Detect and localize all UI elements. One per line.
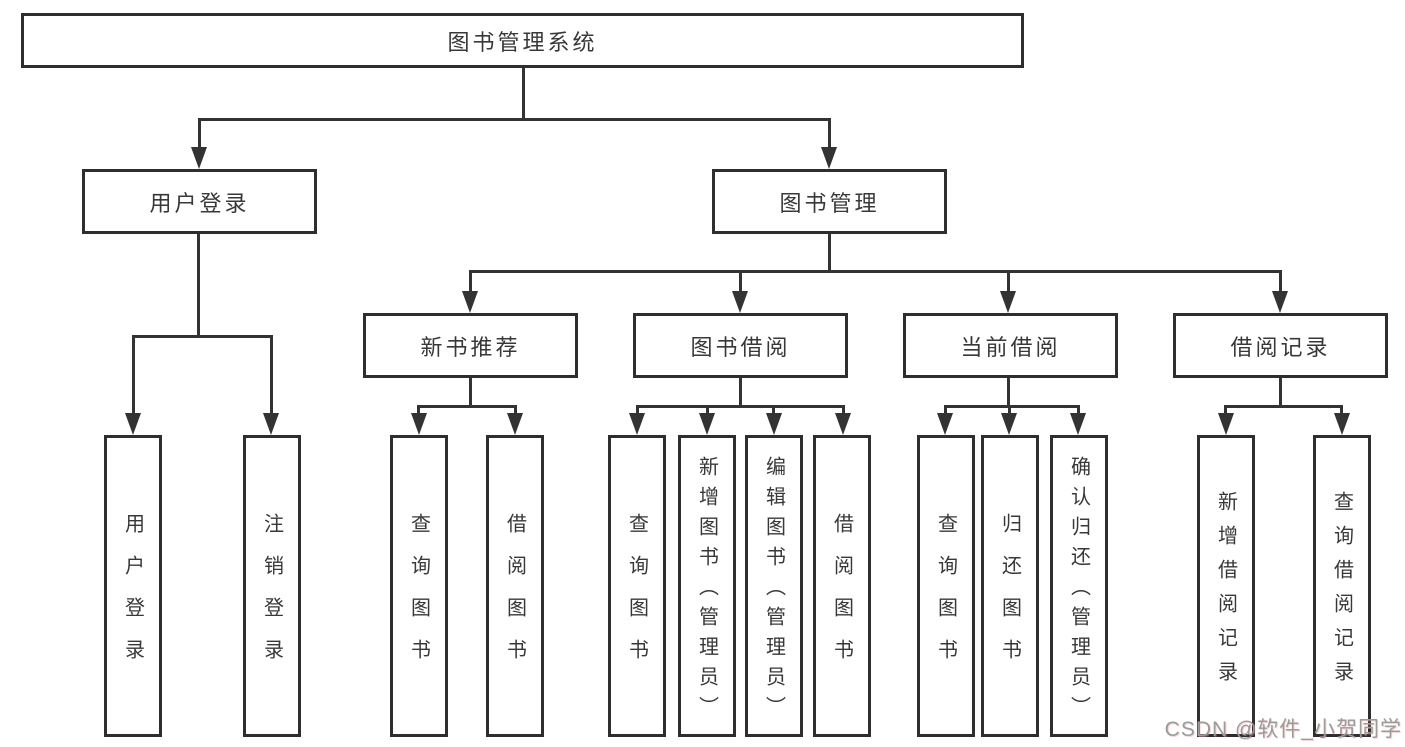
node-book-borrow: 图书借阅 — [633, 313, 848, 378]
connector-stem-br-add — [1224, 405, 1227, 415]
connector-stem-cb-query — [944, 405, 947, 415]
arrowhead-bb-query — [629, 413, 645, 435]
arrowhead-book-mgmt — [821, 147, 837, 169]
arrowhead-leaf-login — [125, 413, 141, 435]
arrowhead-book-borrow — [732, 291, 748, 313]
connector-stem-leaf-login — [132, 335, 135, 415]
connector-stem-bb-add — [706, 405, 709, 415]
connector-stem-current-borrow — [1007, 270, 1010, 293]
watermark: CSDN @软件_小贺同学 — [1164, 718, 1402, 741]
connector-borrow-records-rail — [1224, 405, 1343, 408]
node-new-book-recommend: 新书推荐 — [363, 313, 578, 378]
leaf-cb-query-books: 查询图书 — [917, 435, 975, 737]
connector-book-borrow-drop — [739, 378, 742, 407]
connector-stem-bb-borrow — [842, 405, 845, 415]
leaf-br-add-record: 新增借阅记录 — [1197, 435, 1255, 737]
leaf-br-query-record-label: 查询借阅记录 — [1330, 491, 1353, 695]
connector-new-books-drop — [469, 378, 472, 407]
leaf-bb-query-books: 查询图书 — [608, 435, 666, 737]
connector-current-borrow-drop — [1007, 378, 1010, 407]
connector-book-mgmt-drop — [828, 234, 831, 272]
arrowhead-leaf-logout — [263, 413, 279, 435]
connector-root-drop — [522, 68, 525, 120]
leaf-br-add-record-label: 新增借阅记录 — [1214, 491, 1237, 695]
connector-stem-nb-query — [417, 405, 420, 415]
arrowhead-cb-query — [937, 413, 953, 435]
arrowhead-user-login — [191, 147, 207, 169]
connector-user-login-drop — [197, 234, 200, 338]
node-current-borrow: 当前借阅 — [903, 313, 1118, 378]
connector-stem-leaf-logout — [270, 335, 273, 415]
leaf-nb-borrow-books-label: 借阅图书 — [503, 513, 526, 681]
leaf-bb-borrow-books-label: 借阅图书 — [830, 513, 853, 681]
connector-stem-cb-confirm — [1077, 405, 1080, 415]
node-book-borrow-label: 图书借阅 — [690, 334, 791, 360]
leaf-bb-query-books-label: 查询图书 — [625, 513, 648, 681]
node-borrow-records: 借阅记录 — [1173, 313, 1388, 378]
node-root: 图书管理系统 — [21, 13, 1024, 68]
leaf-bb-edit-books-admin-label: 编辑图书（管理员） — [762, 456, 785, 726]
arrowhead-bb-edit — [766, 413, 782, 435]
connector-stem-bb-edit — [772, 405, 775, 415]
node-current-borrow-label: 当前借阅 — [960, 334, 1061, 360]
connector-current-borrow-rail — [944, 405, 1079, 408]
leaf-logout-label: 注销登录 — [260, 513, 283, 681]
leaf-bb-borrow-books: 借阅图书 — [813, 435, 871, 737]
leaf-bb-add-books-admin: 新增图书（管理员） — [678, 435, 736, 737]
leaf-cb-query-books-label: 查询图书 — [934, 513, 957, 681]
node-user-login: 用户登录 — [82, 169, 317, 234]
connector-stem-nb-borrow — [514, 405, 517, 415]
leaf-cb-return-books: 归还图书 — [981, 435, 1039, 737]
arrowhead-br-query — [1334, 413, 1350, 435]
arrowhead-nb-borrow — [507, 413, 523, 435]
arrowhead-cb-confirm — [1070, 413, 1086, 435]
connector-stem-user-login — [198, 118, 201, 149]
connector-book-mgmt-rail — [469, 270, 1281, 273]
arrowhead-current-borrow — [1000, 291, 1016, 313]
connector-new-books-rail — [417, 405, 517, 408]
node-root-label: 图书管理系统 — [447, 29, 598, 55]
leaf-bb-edit-books-admin: 编辑图书（管理员） — [745, 435, 803, 737]
connector-stem-cb-return — [1008, 405, 1011, 415]
leaf-nb-query-books: 查询图书 — [390, 435, 448, 737]
leaf-user-login-label: 用户登录 — [121, 513, 144, 681]
connector-stem-book-mgmt — [828, 118, 831, 149]
arrowhead-borrow-records — [1272, 291, 1288, 313]
node-borrow-records-label: 借阅记录 — [1230, 334, 1331, 360]
leaf-nb-query-books-label: 查询图书 — [407, 513, 430, 681]
node-book-management: 图书管理 — [712, 169, 947, 234]
arrowhead-bb-add — [699, 413, 715, 435]
connector-borrow-records-drop — [1279, 378, 1282, 407]
node-user-login-label: 用户登录 — [149, 190, 250, 216]
node-book-management-label: 图书管理 — [779, 190, 880, 216]
connector-stem-new-books — [469, 270, 472, 293]
arrowhead-bb-borrow — [835, 413, 851, 435]
connector-stem-bb-query — [636, 405, 639, 415]
connector-stem-borrow-records — [1279, 270, 1282, 293]
leaf-cb-confirm-return-admin-label: 确认归还（管理员） — [1067, 456, 1090, 726]
leaf-cb-return-books-label: 归还图书 — [998, 513, 1021, 681]
leaf-user-login: 用户登录 — [104, 435, 162, 737]
leaf-cb-confirm-return-admin: 确认归还（管理员） — [1050, 435, 1108, 737]
leaf-br-query-record: 查询借阅记录 — [1313, 435, 1371, 737]
leaf-logout: 注销登录 — [243, 435, 301, 737]
connector-root-rail — [198, 118, 831, 121]
connector-user-login-rail — [132, 335, 273, 338]
connector-stem-br-query — [1340, 405, 1343, 415]
connector-book-borrow-rail — [636, 405, 844, 408]
arrowhead-cb-return — [1001, 413, 1017, 435]
arrowhead-nb-query — [411, 413, 427, 435]
connector-stem-book-borrow — [739, 270, 742, 293]
node-new-book-recommend-label: 新书推荐 — [420, 334, 521, 360]
arrowhead-br-add — [1218, 413, 1234, 435]
leaf-bb-add-books-admin-label: 新增图书（管理员） — [695, 456, 718, 726]
leaf-nb-borrow-books: 借阅图书 — [486, 435, 544, 737]
arrowhead-new-books — [462, 291, 478, 313]
